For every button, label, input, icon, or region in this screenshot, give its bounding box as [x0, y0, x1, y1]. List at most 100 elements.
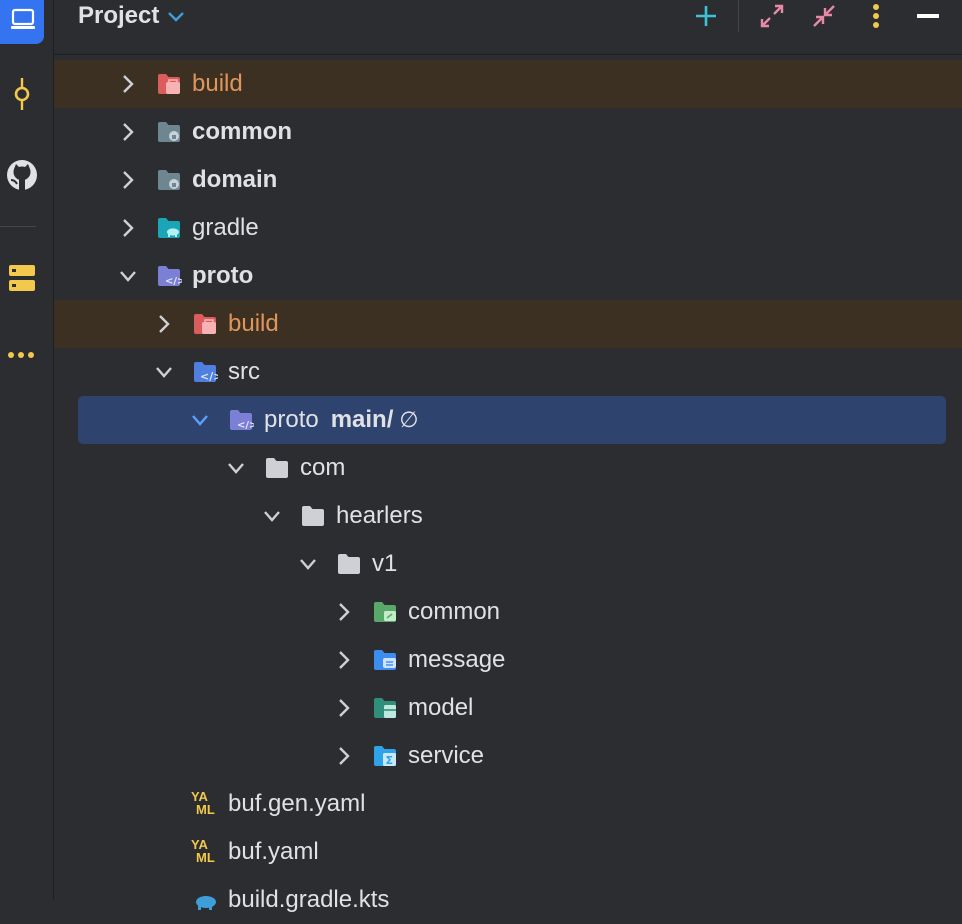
- chevron-down-icon[interactable]: [260, 504, 284, 528]
- collapse-all-button[interactable]: [808, 0, 840, 32]
- source-set-suffix: main/: [330, 406, 394, 433]
- tree-item-name: hearlers: [336, 502, 423, 529]
- chevron-down-icon[interactable]: [296, 552, 320, 576]
- tree-item-name: build: [192, 70, 243, 97]
- more-icon: [8, 352, 34, 358]
- tree-item-label: message: [408, 636, 505, 684]
- proto-module-icon: </>: [156, 263, 185, 289]
- tree-item-label: gradle: [192, 204, 259, 252]
- service-package-icon: Σ: [372, 743, 398, 769]
- svg-text:</>: </>: [165, 276, 182, 287]
- package-prefix-marker: ∅: [399, 407, 419, 432]
- tree-item-label: domain: [192, 156, 277, 204]
- tree-folder-row[interactable]: build: [54, 60, 962, 108]
- project-tool-button[interactable]: [0, 0, 44, 44]
- chevron-right-icon[interactable]: [116, 72, 140, 96]
- svg-text:Σ: Σ: [386, 754, 394, 767]
- add-button[interactable]: [690, 0, 722, 32]
- excluded-folder-icon: [156, 71, 182, 97]
- model-package-icon: [372, 695, 398, 721]
- tree-folder-row[interactable]: common: [54, 108, 962, 156]
- tree-item-name: v1: [372, 550, 398, 577]
- github-icon: [7, 160, 37, 190]
- source-folder-icon: </>: [192, 359, 222, 385]
- chevron-down-icon[interactable]: [188, 408, 212, 432]
- tree-folder-row[interactable]: hearlers: [54, 492, 962, 540]
- chevron-down-icon[interactable]: [152, 360, 176, 384]
- tree-item-name: service: [408, 742, 485, 769]
- tree-item-label: build.gradle.kts: [228, 876, 389, 924]
- expand-all-button[interactable]: [756, 0, 788, 32]
- tree-item-name: proto: [192, 262, 254, 289]
- tree-folder-row[interactable]: gradle: [54, 204, 962, 252]
- hide-button[interactable]: [912, 0, 944, 32]
- chevron-right-icon[interactable]: [116, 216, 140, 240]
- tree-item-label: build: [192, 60, 243, 108]
- tree-item-label: proto: [192, 252, 253, 300]
- module-folder-icon: [156, 167, 182, 193]
- tree-item-name: common: [408, 598, 501, 625]
- collapse-all-icon: [813, 5, 835, 27]
- chevron-right-icon[interactable]: [332, 744, 356, 768]
- tree-file-row[interactable]: build.gradle.kts: [54, 876, 962, 924]
- tree-folder-row[interactable]: domain: [54, 156, 962, 204]
- tree-folder-row[interactable]: build: [54, 300, 962, 348]
- yaml-icon-line2: ML: [196, 850, 215, 865]
- tree-item-label: common: [408, 588, 500, 636]
- structure-tool-button[interactable]: [0, 258, 44, 298]
- yaml-icon-line1: YA: [191, 789, 208, 804]
- common-package-icon: [372, 599, 398, 625]
- commit-tool-button[interactable]: [0, 76, 44, 112]
- project-panel-header: Project: [54, 0, 962, 55]
- toolbar-separator: [738, 0, 739, 32]
- chevron-down-icon[interactable]: [224, 456, 248, 480]
- tree-folder-row[interactable]: </> proto: [54, 252, 962, 300]
- tree-item-label: buf.yaml: [228, 828, 319, 876]
- tree-item-label: proto main/∅: [264, 396, 419, 444]
- chevron-down-icon[interactable]: [116, 264, 140, 288]
- chevron-right-icon[interactable]: [332, 696, 356, 720]
- project-tree: build common domain gradle </> proto buil…: [54, 60, 962, 913]
- tree-folder-row[interactable]: message: [54, 636, 962, 684]
- chevron-right-icon[interactable]: [332, 600, 356, 624]
- panel-title: Project: [78, 2, 160, 29]
- tree-folder-row[interactable]: v1: [54, 540, 962, 588]
- chevron-down-icon: [168, 12, 185, 22]
- message-package-icon: [372, 647, 398, 673]
- tree-item-label: common: [192, 108, 292, 156]
- svg-text:</>: </>: [200, 370, 218, 383]
- proto-root-icon: </>: [228, 407, 257, 433]
- hide-icon: [917, 14, 939, 18]
- tree-item-name: domain: [192, 166, 278, 193]
- tree-item-label: com: [300, 444, 345, 492]
- tool-window-strip: [0, 0, 54, 900]
- tree-folder-row[interactable]: com: [54, 444, 962, 492]
- tree-folder-row[interactable]: </>src: [54, 348, 962, 396]
- tree-item-label: buf.gen.yaml: [228, 780, 365, 828]
- tree-folder-row[interactable]: model: [54, 684, 962, 732]
- tree-item-name: com: [300, 454, 346, 481]
- options-button[interactable]: [860, 0, 892, 32]
- tree-item-name: model: [408, 694, 474, 721]
- tree-folder-row[interactable]: common: [54, 588, 962, 636]
- yaml-icon-line1: YA: [191, 837, 208, 852]
- tree-item-label: build: [228, 300, 279, 348]
- add-icon: [696, 6, 716, 26]
- chevron-right-icon[interactable]: [152, 312, 176, 336]
- tree-item-name: buf.gen.yaml: [228, 790, 366, 817]
- github-tool-button[interactable]: [0, 155, 44, 195]
- tree-folder-row[interactable]: </> proto main/∅: [54, 396, 962, 444]
- strip-separator: [0, 226, 36, 227]
- chevron-right-icon[interactable]: [116, 168, 140, 192]
- tree-item-name: proto: [264, 406, 319, 433]
- chevron-right-icon[interactable]: [116, 120, 140, 144]
- project-view-selector[interactable]: Project: [78, 0, 185, 32]
- more-tool-button[interactable]: [0, 340, 44, 370]
- tree-item-name: message: [408, 646, 506, 673]
- chevron-right-icon[interactable]: [332, 648, 356, 672]
